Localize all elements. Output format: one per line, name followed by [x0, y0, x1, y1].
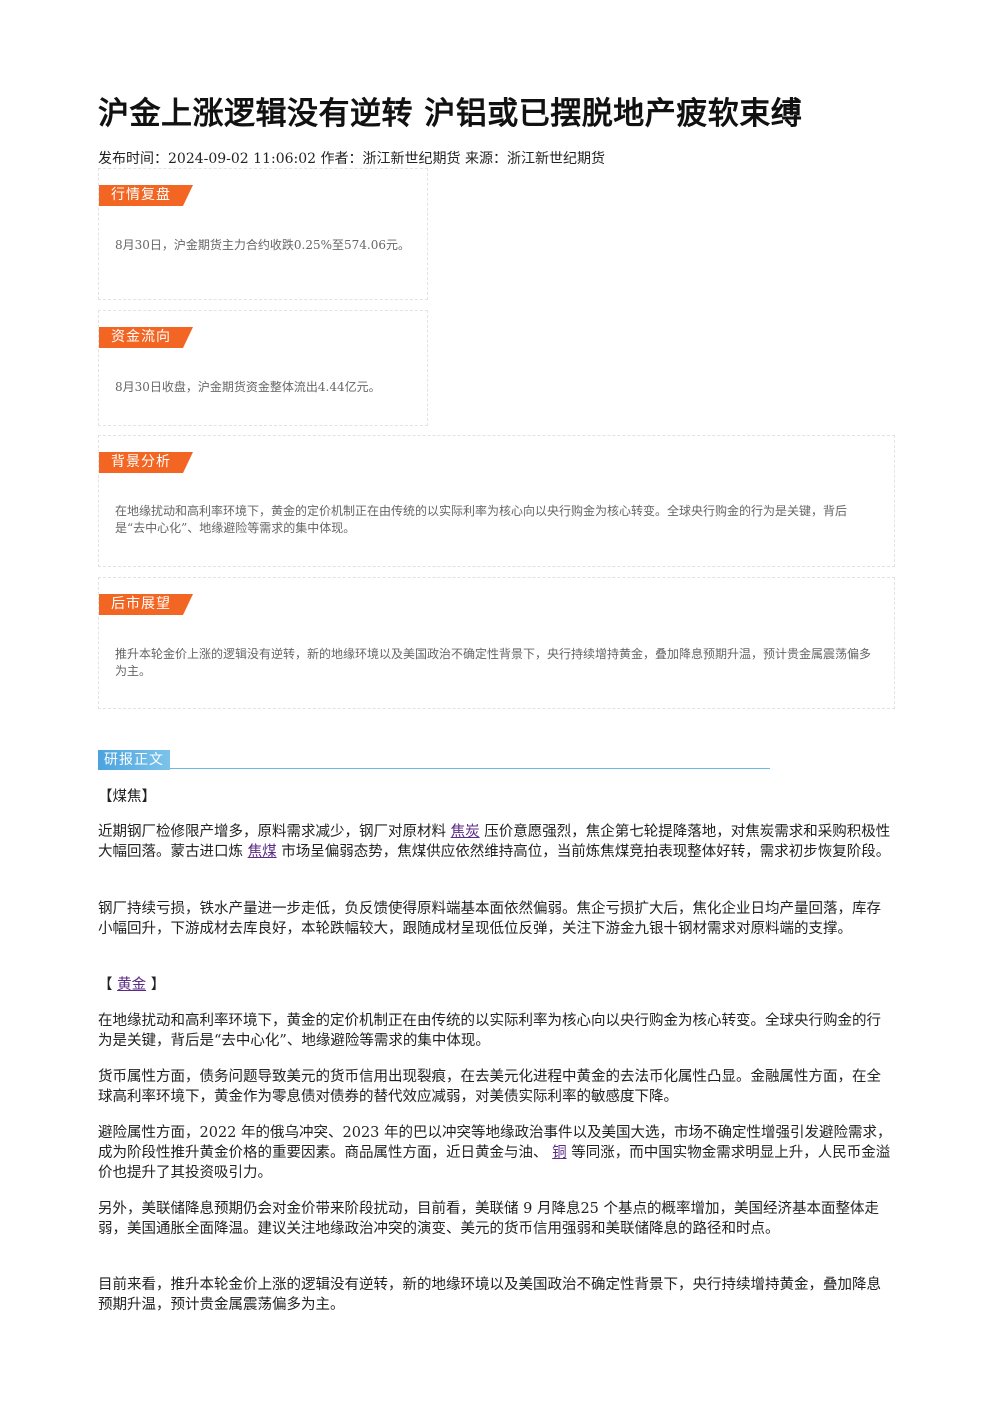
card-text: 8月30日，沪金期货主力合约收跌0.25%至574.06元。	[115, 238, 411, 252]
text-segment: 近期钢厂检修限产增多，原料需求减少，钢厂对原材料	[98, 824, 451, 840]
gold-heading: 【 黄金 】	[98, 975, 895, 995]
gold-paragraph-5: 目前来看，推升本轮金价上涨的逻辑没有逆转，新的地缘环境以及美国政治不确定性背景下…	[98, 1277, 881, 1313]
card-tag: 后市展望	[99, 594, 193, 615]
copper-link[interactable]: 铜	[552, 1145, 567, 1161]
report-header: 研报正文	[98, 750, 770, 770]
gold-paragraph-4: 另外，美联储降息预期仍会对金价带来阶段扰动，目前看，美联储 9 月降息25 个基…	[98, 1201, 879, 1237]
article-title: 沪金上涨逻辑没有逆转 沪铝或已摆脱地产疲软束缚	[98, 96, 803, 132]
coke-paragraph-1: 近期钢厂检修限产增多，原料需求减少，钢厂对原材料 焦炭 压价意愿强烈，焦企第七轮…	[98, 822, 895, 862]
card-text: 8月30日收盘，沪金期货资金整体流出4.44亿元。	[115, 380, 381, 394]
article-meta: 发布时间：2024-09-02 11:06:02 作者：浙江新世纪期货 来源：浙…	[98, 151, 605, 167]
card-tag: 资金流向	[99, 327, 193, 348]
bracket-close: 】	[146, 977, 166, 993]
gold-paragraph-1: 在地缘扰动和高利率环境下，黄金的定价机制正在由传统的以实际利率为核心向以央行购金…	[98, 1013, 881, 1049]
text-segment: 市场呈偏弱态势，焦煤供应依然维持高位，当前炼焦煤竞拍表现整体好转，需求初步恢复阶…	[276, 844, 891, 860]
coke-link[interactable]: 焦炭	[450, 824, 480, 840]
gold-link[interactable]: 黄金	[117, 977, 147, 993]
card-outlook: 后市展望 推升本轮金价上涨的逻辑没有逆转，新的地缘环境以及美国政治不确定性背景下…	[98, 577, 895, 709]
card-background-analysis: 背景分析 在地缘扰动和高利率环境下，黄金的定价机制正在由传统的以实际利率为核心向…	[98, 435, 895, 567]
gold-paragraph-3: 避险属性方面，2022 年的俄乌冲突、2023 年的巴以冲突等地缘政治事件以及美…	[98, 1123, 895, 1183]
card-text: 推升本轮金价上涨的逻辑没有逆转，新的地缘环境以及美国政治不确定性背景下，央行持续…	[115, 647, 872, 678]
report-label: 研报正文	[98, 750, 170, 770]
bracket-open: 【	[98, 977, 118, 993]
text-segment: 避险属性方面，2022 年的俄乌冲突、2023 年的巴以冲突等地缘政治事件以及美…	[98, 1125, 892, 1161]
text-segment: 等同涨，而中国实物金需求明显上升，人民币金溢价也提升了其投资吸引力。	[98, 1145, 891, 1181]
coke-heading: 【煤焦】	[98, 789, 156, 805]
coke-paragraph-2: 钢厂持续亏损，铁水产量进一步走低，负反馈使得原料端基本面依然偏弱。焦企亏损扩大后…	[98, 901, 881, 937]
coking-coal-link[interactable]: 焦煤	[247, 844, 277, 860]
card-fund-flow: 资金流向 8月30日收盘，沪金期货资金整体流出4.44亿元。	[98, 310, 428, 426]
card-text: 在地缘扰动和高利率环境下，黄金的定价机制正在由传统的以实际利率为核心向以央行购金…	[115, 504, 848, 535]
card-market-review: 行情复盘 8月30日，沪金期货主力合约收跌0.25%至574.06元。	[98, 168, 428, 300]
report-divider	[98, 768, 770, 769]
gold-paragraph-2: 货币属性方面，债务问题导致美元的货币信用出现裂痕，在去美元化进程中黄金的去法币化…	[98, 1069, 881, 1105]
text-segment: 压价意愿强烈，焦企第七轮提降落地，对焦炭需求和采购积极性大幅回落。蒙古进口炼	[98, 824, 891, 860]
card-tag: 行情复盘	[99, 185, 193, 206]
card-tag: 背景分析	[99, 452, 193, 473]
